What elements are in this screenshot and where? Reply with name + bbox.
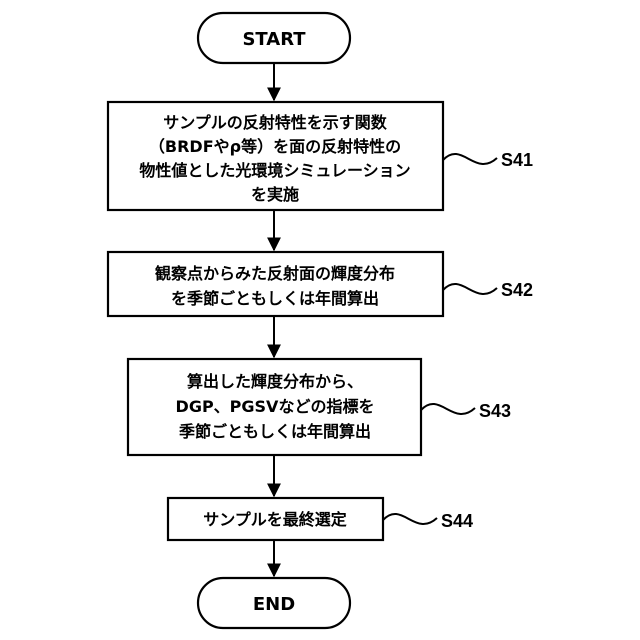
s41-line-1: サンプルの反射特性を示す関数	[163, 113, 388, 132]
process-s42: 観察点からみた反射面の輝度分布 を季節ごともしくは年間算出	[108, 252, 443, 316]
leader-s44	[383, 514, 437, 524]
end-label: END	[253, 594, 295, 615]
leader-s41	[443, 154, 497, 164]
process-s41: サンプルの反射特性を示す関数 （BRDFやρ等）を面の反射特性の 物性値とした光…	[108, 102, 443, 210]
leader-s42	[443, 284, 497, 294]
step-label-s42: S42	[501, 280, 533, 300]
s41-line-3: 物性値とした光環境シミュレーション	[139, 161, 410, 180]
leader-s43	[421, 404, 475, 414]
s43-line-3: 季節ごともしくは年間算出	[178, 422, 371, 441]
start-label: START	[242, 29, 306, 50]
s43-line-1: 算出した輝度分布から、	[187, 372, 363, 391]
start-node: START	[198, 13, 350, 63]
s42-line-2: を季節ごともしくは年間算出	[171, 289, 379, 308]
step-label-s44: S44	[441, 511, 473, 531]
step-label-s43: S43	[479, 401, 511, 421]
process-s43: 算出した輝度分布から、 DGP、PGSVなどの指標を 季節ごともしくは年間算出	[128, 359, 421, 455]
s44-line-1: サンプルを最終選定	[203, 510, 347, 529]
s41-line-2: （BRDFやρ等）を面の反射特性の	[149, 137, 401, 156]
s41-line-4: を実施	[251, 185, 299, 204]
step-label-s41: S41	[501, 150, 533, 170]
end-node: END	[198, 578, 350, 628]
s42-line-1: 観察点からみた反射面の輝度分布	[155, 264, 395, 283]
s43-line-2: DGP、PGSVなどの指標を	[176, 397, 375, 416]
process-s44: サンプルを最終選定	[168, 498, 383, 540]
